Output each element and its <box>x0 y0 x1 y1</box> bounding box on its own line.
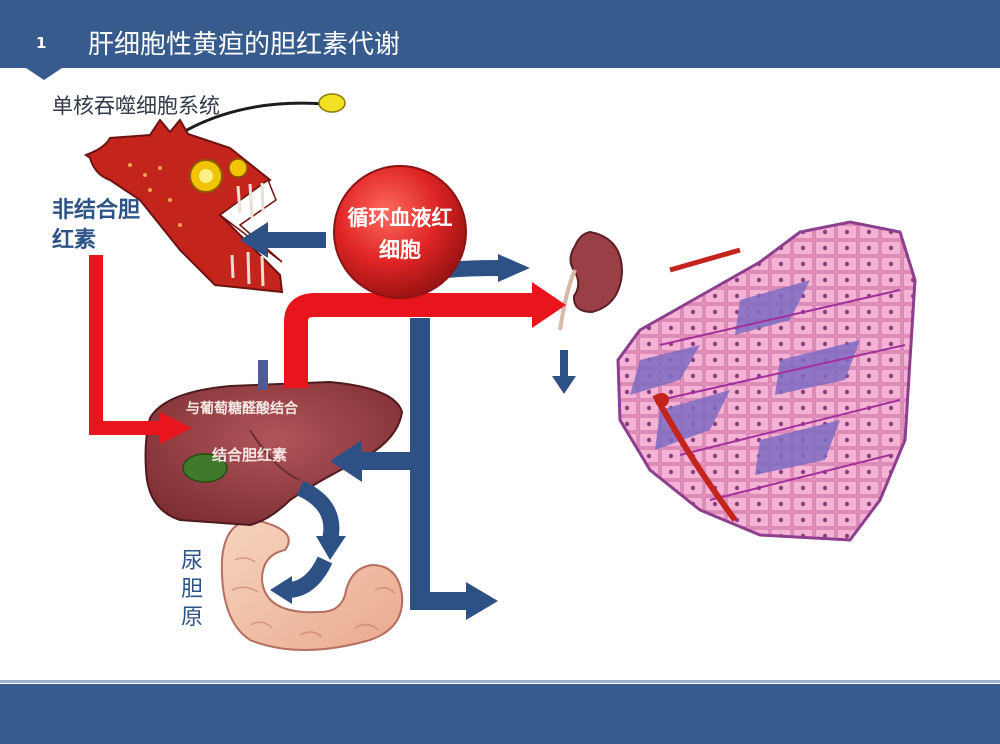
label-circulating-rbc: 循环血液红细胞 <box>347 206 453 262</box>
header-notch <box>26 68 62 80</box>
slide-header: 1 肝细胞性黄疸的胆红素代谢 <box>0 0 1000 68</box>
red-arrow-to-kidney <box>284 282 566 388</box>
liver-tissue-illustration <box>616 220 917 542</box>
footer-divider <box>0 680 1000 683</box>
blue-arrow-enterohepatic <box>270 480 346 604</box>
slide-footer <box>0 684 1000 744</box>
rbc-circle <box>333 165 467 299</box>
label-urobilinogen: 尿胆原 <box>180 549 203 630</box>
label-mononuclear-phagocyte: 单核吞噬细胞系统 <box>52 94 220 118</box>
label-unconjugated-bilirubin: 非结合胆红素 <box>52 198 141 253</box>
intestine <box>220 518 404 651</box>
red-arrow-to-liver <box>89 255 192 444</box>
liver <box>144 360 404 527</box>
kidney <box>558 230 624 331</box>
blue-arrow-circulation-trunk <box>330 318 498 620</box>
blue-arrow-urine-down <box>552 350 576 394</box>
phagocyte-monster <box>83 93 346 294</box>
label-glucuronide-conjugation: 与葡萄糖醛酸结合 <box>186 401 298 417</box>
slide-number: 1 <box>36 34 47 52</box>
slide-title: 肝细胞性黄疸的胆红素代谢 <box>88 30 401 60</box>
label-conjugated-bilirubin: 结合胆红素 <box>212 446 288 464</box>
blue-arrow-to-phagocyte <box>240 222 326 258</box>
